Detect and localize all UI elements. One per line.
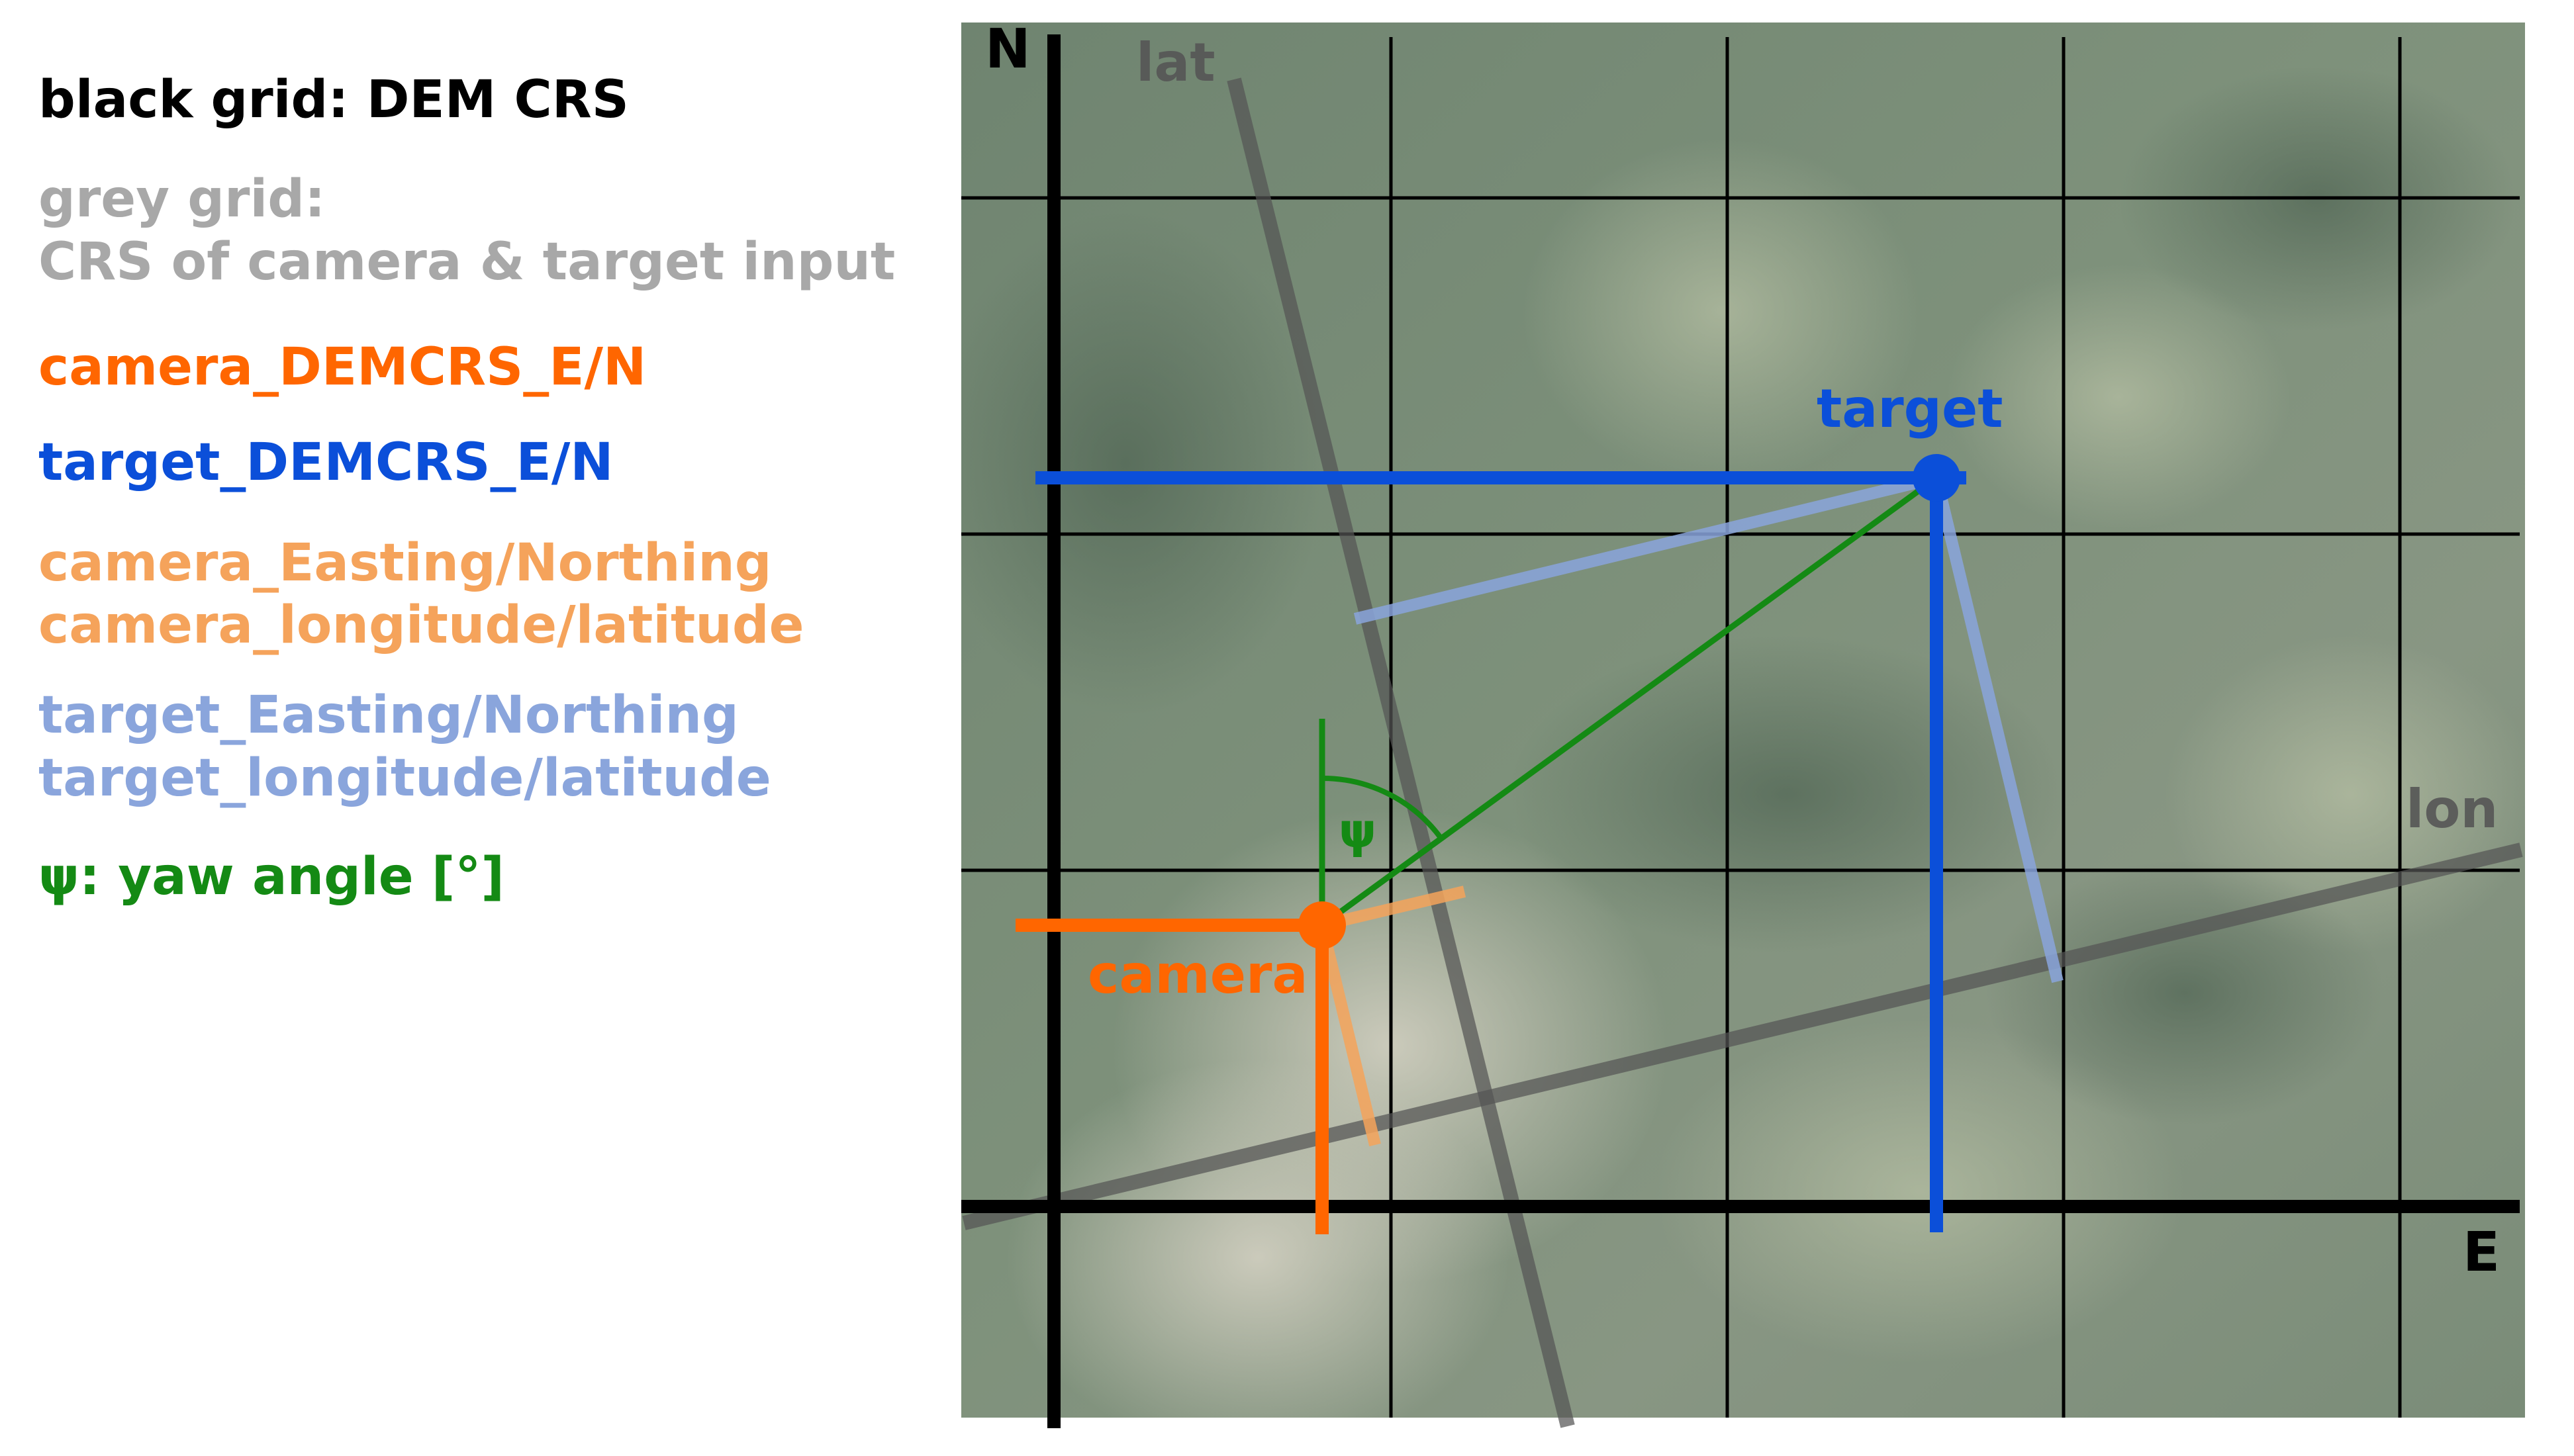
legend-target-longitude: target_longitude/latitude xyxy=(38,749,771,808)
yaw-angle-arc xyxy=(1321,775,1444,841)
yaw-symbol-label: ψ xyxy=(1339,803,1376,858)
dem-axes xyxy=(961,34,2520,1428)
target-marker xyxy=(1913,454,1960,502)
legend-yaw: ψ: yaw angle [°] xyxy=(38,847,505,907)
grey-axis-lon-label: lon xyxy=(2406,778,2498,840)
axis-east-label: E xyxy=(2463,1221,2500,1284)
camera-marker xyxy=(1298,901,1346,949)
yaw-construction xyxy=(1319,475,1938,928)
camera-latitude-line xyxy=(1320,886,1466,931)
target-dem-lines xyxy=(1035,471,1966,1232)
legend-target-easting: target_Easting/Northing xyxy=(38,686,739,745)
legend-camera-easting: camera_Easting/Northing xyxy=(38,533,772,593)
legend-grey-grid-desc: CRS of camera & target input xyxy=(38,232,896,292)
legend-dem-grid: black grid: DEM CRS xyxy=(38,70,629,130)
target-latitude-line xyxy=(1353,472,1938,625)
camera-label: camera xyxy=(1088,944,1308,1005)
camera-longitude-line xyxy=(1316,923,1381,1147)
legend-target-dem: target_DEMCRS_E/N xyxy=(38,433,614,492)
target-input-lines xyxy=(1353,472,2064,983)
legend-camera-dem: camera_DEMCRS_E/N xyxy=(38,338,647,397)
camera-dem-lines xyxy=(1016,919,1344,1234)
grey-axis-lon xyxy=(962,842,2523,1230)
yaw-view-direction xyxy=(1320,475,1938,928)
camera-input-lines xyxy=(1316,886,1466,1147)
grey-axis-lat-label: lat xyxy=(1136,32,1216,93)
axis-north-label: N xyxy=(985,18,1031,81)
aerial-map-background xyxy=(961,23,2525,1418)
legend-grey-grid-title: grey grid: xyxy=(38,169,326,229)
target-longitude-line xyxy=(1931,476,2064,983)
target-label: target xyxy=(1817,378,2003,439)
legend-camera-longitude: camera_longitude/latitude xyxy=(38,596,804,655)
